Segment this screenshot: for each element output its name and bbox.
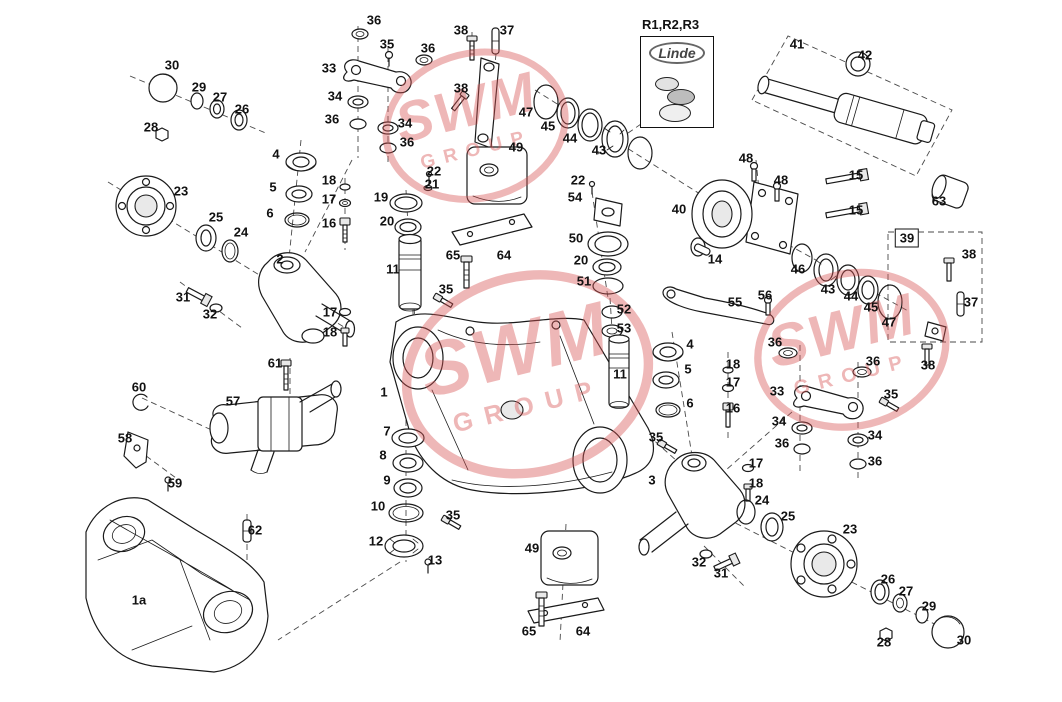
seal-kit-item-icon — [655, 77, 679, 91]
center-seal-stack — [587, 180, 630, 409]
fasteners-top-37-38 — [450, 27, 500, 149]
linde-logo: Linde — [649, 42, 705, 64]
cylinder-mount-housing — [690, 161, 799, 257]
seal-kit-item-icon — [659, 104, 691, 122]
axle-housing-main — [389, 313, 655, 495]
fasteners-right-37-38 — [921, 257, 965, 366]
seal-kit-reference-box: Linde — [640, 36, 714, 128]
kingpin-bearing-stack-right — [652, 342, 735, 454]
stop-block-top — [451, 146, 533, 289]
kingpin-bolt-column-left — [338, 183, 352, 347]
steering-cylinder — [757, 51, 936, 145]
kingpin-bearing-stack-left — [284, 152, 317, 228]
seal-bearing-train-top — [533, 84, 653, 170]
hub-cap-seal-parts-top-left — [148, 73, 248, 142]
stop-block-bottom — [527, 530, 605, 627]
steering-arm-cluster-right — [778, 347, 900, 470]
center-pivot-assembly — [123, 359, 342, 543]
long-bolts-and-cap — [825, 167, 969, 219]
seal-kit-item-icon — [667, 89, 695, 105]
pivot-bearing-stack-bottom — [384, 428, 462, 574]
kingpin-left — [398, 233, 454, 312]
pivot-rings-left — [389, 170, 433, 236]
axle-housing-variant — [85, 497, 269, 673]
steering-knuckle-right — [638, 451, 755, 556]
steering-knuckle-left — [185, 252, 356, 344]
seal-bearing-train-right — [791, 243, 903, 320]
steering-arm-cluster-top — [343, 28, 433, 154]
wheel-hub-right — [699, 499, 965, 649]
ref-kit-label: R1,R2,R3 — [642, 17, 700, 32]
tie-rod — [662, 286, 775, 326]
wheel-hub-left — [115, 175, 239, 263]
